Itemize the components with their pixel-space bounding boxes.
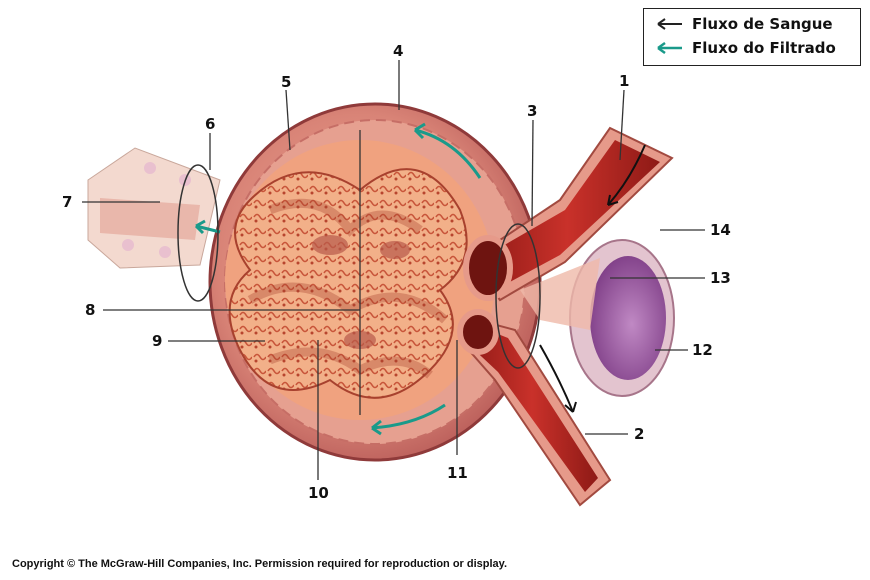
legend-blood-flow-label: Fluxo de Sangue: [692, 15, 833, 33]
label-6: 6: [205, 115, 215, 133]
legend-filtrate-flow: Fluxo do Filtrado: [654, 37, 836, 59]
label-1: 1: [619, 72, 629, 90]
label-14: 14: [710, 221, 731, 239]
label-12: 12: [692, 341, 713, 359]
label-2: 2: [634, 425, 644, 443]
legend-blood-flow: Fluxo de Sangue: [654, 13, 833, 35]
legend: Fluxo de Sangue Fluxo do Filtrado: [643, 8, 861, 66]
label-13: 13: [710, 269, 731, 287]
copyright-notice: Copyright © The McGraw-Hill Companies, I…: [12, 558, 507, 570]
label-3: 3: [527, 102, 537, 120]
label-11: 11: [447, 464, 468, 482]
label-10: 10: [308, 484, 329, 502]
label-4: 4: [393, 42, 403, 60]
label-8: 8: [85, 301, 95, 319]
label-5: 5: [281, 73, 291, 91]
filtrate-flow-arrow-icon: [654, 42, 684, 54]
legend-filtrate-flow-label: Fluxo do Filtrado: [692, 39, 836, 57]
label-9: 9: [152, 332, 162, 350]
label-7: 7: [62, 193, 72, 211]
blood-flow-arrow-icon: [654, 18, 684, 30]
